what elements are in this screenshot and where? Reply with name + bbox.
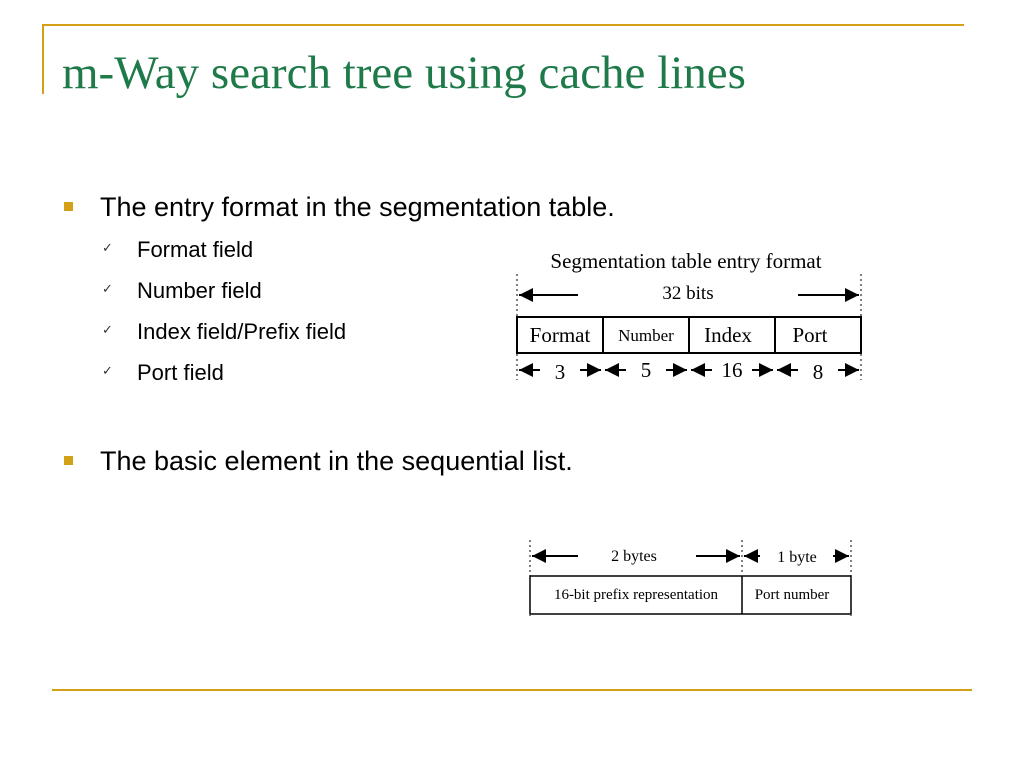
checkmark-icon: ✓ [102,323,113,338]
field-name-index: Index [704,323,752,347]
field-name-number: Number [618,326,674,345]
diagram-caption: Segmentation table entry format [550,249,821,273]
title-frame-top-rule [42,24,964,26]
footer-rule [52,689,972,691]
sub-bullet-text: Format field [137,237,254,262]
sequential-element-svg: 2 bytes 1 byte 16-bit prefix representat… [529,540,852,616]
square-bullet-icon [64,456,73,465]
slide-title: m-Way search tree using cache lines [62,47,746,99]
one-byte-label: 1 byte [777,549,817,566]
field-name-port: Port [792,323,827,347]
checkmark-icon: ✓ [102,364,113,379]
field-bits-number: 5 [641,358,652,382]
total-bits-label: 32 bits [662,283,713,304]
sub-bullet-text: Index field/Prefix field [137,319,347,344]
field-bits-format: 3 [555,360,566,384]
sequential-element-diagram: 2 bytes 1 byte 16-bit prefix representat… [520,536,864,622]
checkmark-icon: ✓ [102,241,113,256]
sub-bullet-text: Port field [137,360,224,385]
bullet-text: The entry format in the segmentation tab… [100,192,615,222]
field-bits-index: 16 [722,358,743,382]
bullet-text: The basic element in the sequential list… [100,446,573,476]
field-bits-port: 8 [813,360,824,384]
segmentation-entry-diagram: Segmentation table entry format 32 bits … [500,242,872,392]
checkmark-icon: ✓ [102,282,113,297]
segmentation-entry-svg: Segmentation table entry format 32 bits … [516,249,862,384]
prefix-field-label: 16-bit prefix representation [554,587,719,603]
title-frame-left-rule [42,24,44,94]
two-bytes-label: 2 bytes [611,548,657,565]
sub-bullet-text: Number field [137,278,262,303]
field-name-format: Format [530,323,591,347]
port-field-label: Port number [755,587,830,603]
element-box [529,575,852,615]
square-bullet-icon [64,202,73,211]
